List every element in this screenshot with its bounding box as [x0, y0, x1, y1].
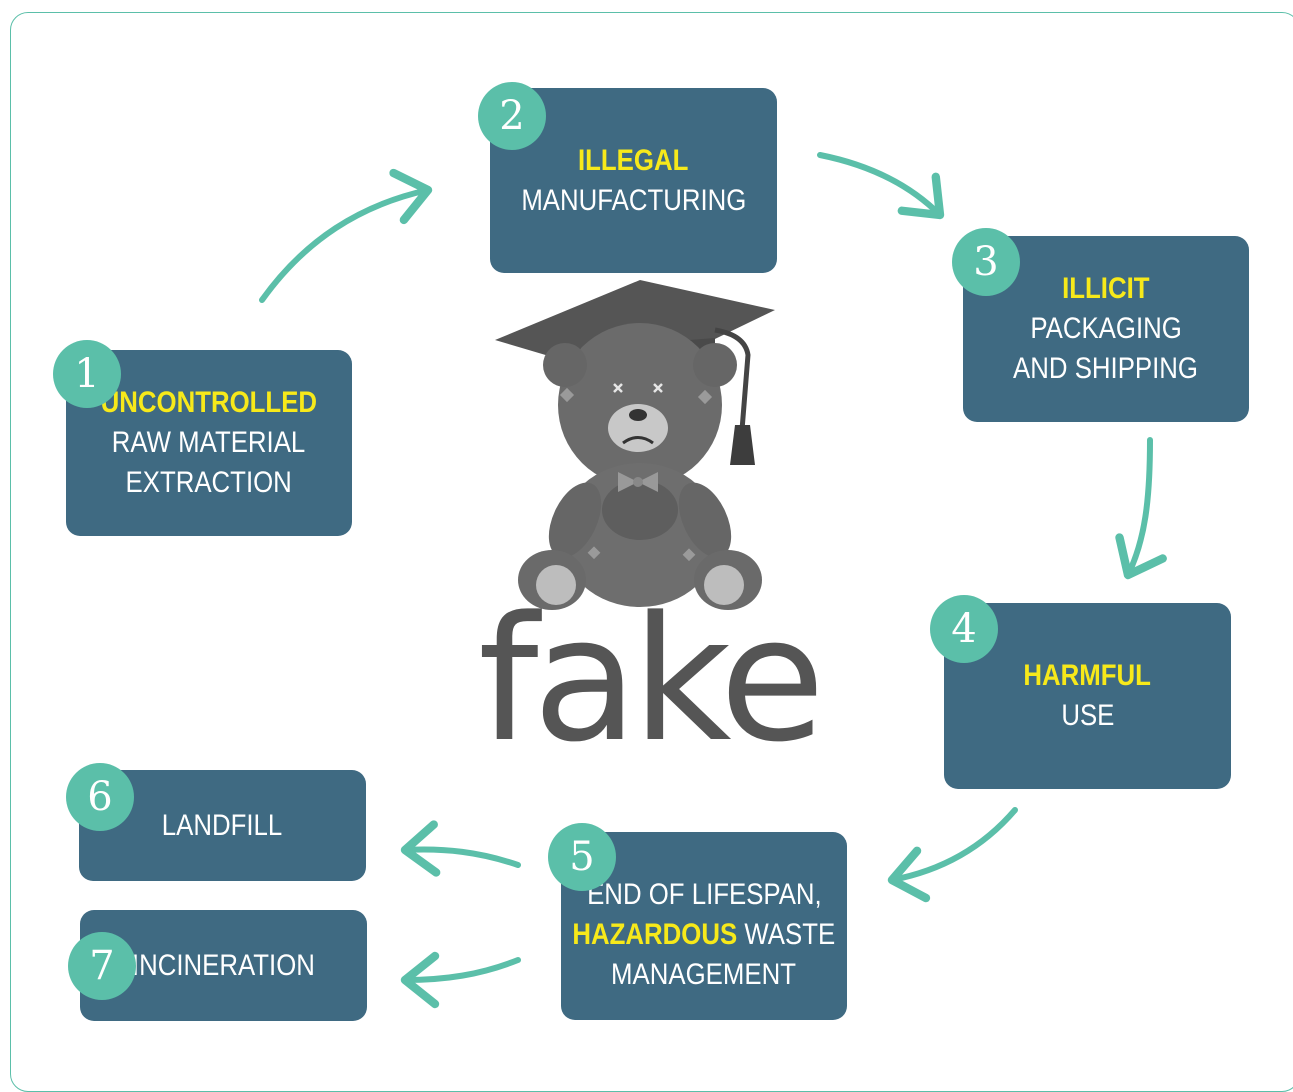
step-4-badge: 4: [930, 595, 998, 663]
step-5-highlight-suffix: WASTE: [737, 918, 836, 951]
step-7-box: INCINERATION: [80, 910, 367, 1021]
step-1-line-1: RAW MATERIAL: [112, 426, 306, 459]
step-2-highlight: ILLEGAL: [578, 143, 689, 177]
step-1-box: UNCONTROLLED RAW MATERIAL EXTRACTION: [66, 350, 352, 536]
step-2-box: ILLEGAL MANUFACTURING: [490, 88, 777, 273]
step-3-highlight: ILLICIT: [1062, 272, 1150, 305]
step-2-line-1: MANUFACTURING: [520, 183, 747, 217]
step-5-line-3: MANAGEMENT: [611, 958, 797, 991]
step-4-line-1: USE: [1060, 699, 1115, 732]
arrow-5-to-7: [400, 951, 521, 1009]
step-7-badge: 7: [68, 932, 136, 1000]
arrow-3-to-4: [1115, 437, 1167, 580]
arrow-1-to-2: [259, 168, 433, 303]
step-1-highlight: UNCONTROLLED: [100, 386, 318, 419]
step-5-highlight: HAZARDOUS: [572, 918, 738, 951]
step-6-badge: 6: [66, 763, 134, 831]
step-6-line-1: LANDFILL: [162, 808, 283, 842]
fake-logo-text: fake: [478, 579, 825, 780]
arrow-5-to-6: [400, 820, 521, 877]
step-3-line-2: AND SHIPPING: [1013, 352, 1199, 385]
step-7-line-1: INCINERATION: [131, 948, 315, 982]
step-4-highlight: HARMFUL: [1023, 659, 1152, 692]
step-5-line-2: HAZARDOUS WASTE: [573, 915, 836, 955]
step-1-line-2: EXTRACTION: [125, 466, 293, 499]
arrow-4-to-5: [887, 807, 1018, 903]
teddy-bear-graduate-icon: [495, 280, 775, 610]
step-5-line-1: END OF LIFESPAN,: [586, 878, 822, 911]
arrow-2-to-3: [817, 152, 945, 220]
step-3-badge: 3: [952, 228, 1020, 296]
step-5-badge: 5: [548, 823, 616, 891]
step-1-badge: 1: [53, 340, 121, 408]
step-2-badge: 2: [478, 82, 546, 150]
step-3-line-1: PACKAGING: [1030, 312, 1182, 345]
